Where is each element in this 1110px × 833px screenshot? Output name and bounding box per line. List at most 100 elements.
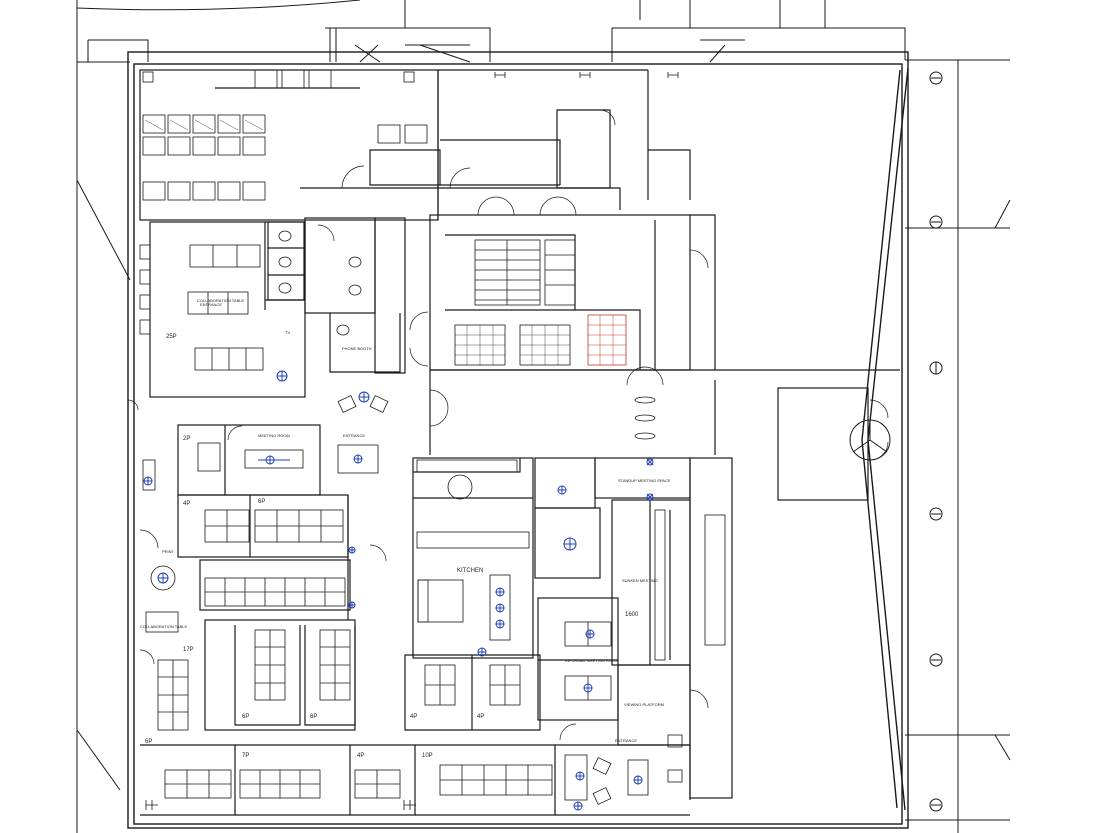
label-tv: TV (285, 330, 290, 335)
label-entrance-1: ENTRANCE (343, 433, 365, 438)
column-marker (929, 361, 943, 375)
sofa (417, 579, 464, 623)
label-4p-c: 4P (410, 714, 417, 720)
label-kitchen: KITCHEN (457, 568, 483, 574)
marker (633, 775, 643, 785)
label-sunken-meeting: SUNKEN MEETING (622, 578, 658, 583)
marker (583, 683, 593, 693)
meeting-table (337, 444, 379, 474)
meeting-table (244, 449, 304, 469)
label-1600: 1600 (625, 612, 639, 618)
label-4p-d: 4P (477, 714, 484, 720)
label-viewing-platform: VIEWING PLATFORM (624, 702, 664, 707)
label-entrance-3: ENTRANCE (200, 302, 222, 307)
desk-cluster (489, 664, 521, 706)
marker (585, 629, 595, 639)
marker (557, 485, 567, 495)
label-collaboration-table-2: COLLABORATION TABLE (197, 298, 244, 303)
marker (276, 370, 288, 382)
label-2p: 2P (183, 436, 190, 442)
label-entrance-2: ENTRANCE (615, 738, 637, 743)
label-informal-meeting: INFORMAL MEETING ROOM (565, 658, 618, 663)
stair-core (474, 239, 576, 306)
furniture (139, 230, 726, 805)
desk-cluster (439, 764, 553, 796)
lounge-chairs (337, 395, 389, 413)
door-swings (127, 109, 889, 741)
kitchen-counter (416, 459, 530, 549)
label-6p-b: 6P (242, 714, 249, 720)
marker (646, 493, 654, 501)
marker (646, 458, 654, 466)
label-7p: 7P (242, 753, 249, 759)
label-collaboration-table-1: COLLABORATION TABLE (140, 624, 187, 629)
wall-bench (654, 509, 726, 661)
marker (143, 476, 153, 486)
round-table (150, 565, 176, 591)
column-marker (929, 507, 943, 521)
lift-car (454, 324, 506, 366)
lift-shafts (454, 314, 627, 366)
marker (157, 572, 169, 584)
desk-cluster (254, 629, 286, 701)
desk-cluster (204, 509, 250, 543)
bench (564, 754, 588, 801)
plant-units (142, 69, 428, 201)
marker (573, 801, 583, 811)
marker (563, 537, 577, 551)
desk-cluster (354, 769, 401, 799)
lift-car-highlighted (587, 314, 627, 366)
label-meeting-room: MEETING ROOM (258, 433, 290, 438)
marker (258, 455, 290, 465)
dining-table (489, 574, 511, 641)
desk-cluster (254, 509, 344, 543)
desk-cluster (239, 769, 321, 799)
desk-cluster (194, 347, 264, 371)
label-4p-b: 4P (357, 753, 364, 759)
marker (348, 546, 356, 554)
column-marker (929, 798, 943, 812)
desk-cluster (187, 291, 249, 315)
lounge-table (627, 759, 649, 796)
marker (495, 603, 505, 613)
label-standup-meeting: STANDUP MEETING SPACE (618, 478, 671, 483)
desk-cluster (157, 659, 189, 731)
desk-cluster (189, 244, 261, 268)
label-4p-a: 4P (183, 501, 190, 507)
marker (495, 619, 505, 629)
lift-car (519, 324, 571, 366)
label-25p: 25P (166, 334, 177, 340)
desk-cluster (204, 577, 346, 607)
label-print: PRINT (162, 549, 175, 554)
meeting-table (197, 442, 221, 472)
label-6p-c: 6P (310, 714, 317, 720)
desk-cluster (424, 664, 456, 706)
side-tables (139, 244, 179, 633)
marker (575, 771, 585, 781)
misc-symbols (142, 71, 679, 810)
furniture-markers (143, 370, 654, 811)
desk-cluster (319, 629, 351, 701)
label-10p: 10P (422, 753, 433, 759)
marker (353, 454, 363, 464)
label-6p-d: 6P (145, 739, 152, 745)
exterior-walls (127, 51, 909, 829)
desk-cluster (164, 769, 232, 799)
column-marker (929, 71, 943, 85)
marker (348, 601, 356, 609)
site-context-lines (76, 0, 1011, 833)
label-6p-a: 6P (258, 499, 265, 505)
label-phone-booth: PHONE BOOTH (342, 346, 372, 351)
unit-row (142, 69, 428, 201)
lounge-chairs (592, 734, 683, 805)
marker (358, 391, 370, 403)
wc-fixtures (278, 230, 362, 336)
label-17p: 17P (183, 647, 194, 653)
structural-column-markers (849, 71, 943, 812)
column-marker (929, 215, 943, 229)
marker (495, 587, 505, 597)
room-labels: 25P 2P 4P 6P 17P 6P 6P 6P 7P 4P 10P 4P 4… (140, 298, 671, 759)
column-marker (929, 653, 943, 667)
marker (477, 647, 487, 657)
